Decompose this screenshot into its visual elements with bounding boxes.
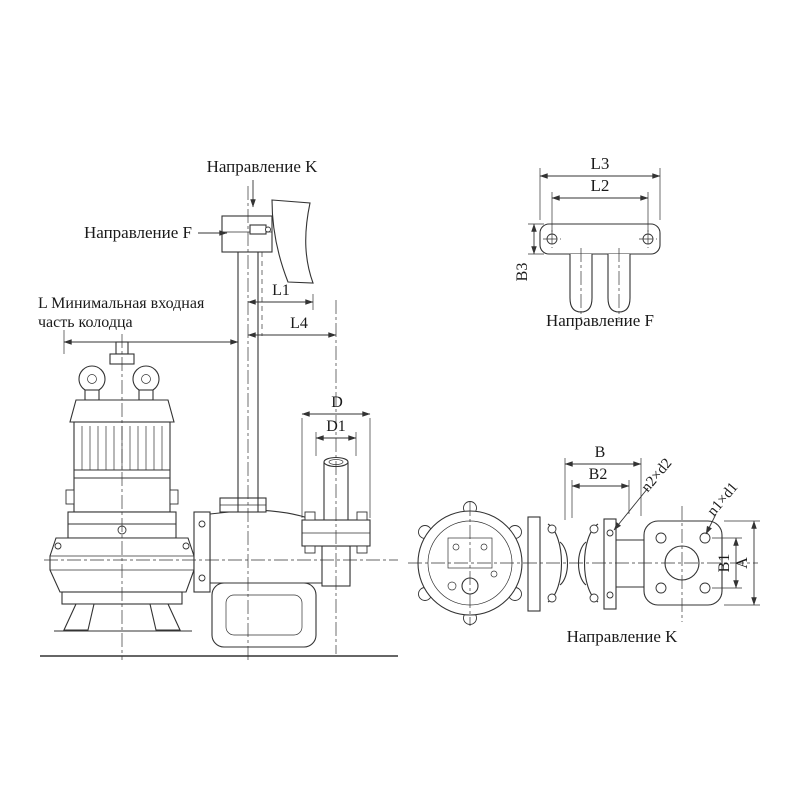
dim-label-b: B: [595, 444, 606, 461]
view-f-caption: Направление F: [546, 311, 654, 330]
dimension-a: A: [724, 520, 760, 606]
dimension-d: D: [301, 394, 371, 518]
dimension-l: L Минимальная входная часть колодца: [38, 295, 239, 354]
dim-label-l2: L2: [591, 176, 610, 195]
dimension-b1: B1: [712, 537, 742, 589]
main-view: L Минимальная входная часть колодца L1 L…: [38, 157, 398, 662]
dim-label-l3: L3: [591, 154, 610, 173]
view-k-flange: [643, 506, 723, 622]
center-lines: [44, 186, 398, 662]
dimension-l1: L1: [247, 252, 314, 336]
callout-n2xd2: n2×d2: [613, 456, 675, 531]
direction-f-callout: Направление F: [84, 223, 228, 242]
dim-label-n1xd1: n1×d1: [704, 480, 741, 520]
direction-k-callout: Направление K: [207, 157, 319, 208]
direction-f-label: Направление F: [84, 223, 192, 242]
dimension-d1: D1: [315, 418, 357, 456]
dim-label-d1: D1: [326, 418, 346, 435]
view-k-caption: Направление K: [567, 627, 679, 646]
dim-label-d: D: [331, 394, 343, 411]
dimension-b: B: [564, 444, 642, 520]
view-f: L3 L2 B3 Направление F: [514, 154, 661, 330]
view-k: B B2 n2×d2 n1×d1 B1 A Направление K: [408, 444, 760, 646]
view-f-bracket: [539, 223, 661, 320]
guide-pipe: [221, 199, 314, 512]
dimension-l2: L2: [551, 176, 649, 232]
pump-body: [49, 341, 195, 632]
dimension-b3: B3: [514, 223, 544, 282]
dim-label-n2xd2: n2×d2: [638, 456, 675, 496]
dim-label-a: A: [734, 557, 751, 569]
dim-label-l4: L4: [290, 315, 308, 332]
dimension-l4: L4: [247, 315, 337, 338]
dim-label-b2: B2: [589, 466, 608, 483]
view-k-pump-rear: [417, 501, 523, 626]
direction-k-label: Направление K: [207, 157, 319, 176]
well-note-line2: часть колодца: [38, 314, 133, 331]
dimension-l3: L3: [539, 154, 661, 220]
view-k-claw: [527, 516, 644, 612]
dim-label-b3: B3: [514, 263, 531, 282]
dim-label-l1: L1: [272, 282, 290, 299]
callout-n1xd1: n1×d1: [704, 480, 741, 535]
dimension-b2: B2: [571, 466, 630, 518]
dim-label-b1: B1: [716, 554, 733, 573]
well-note-line1: L Минимальная входная: [38, 295, 205, 312]
